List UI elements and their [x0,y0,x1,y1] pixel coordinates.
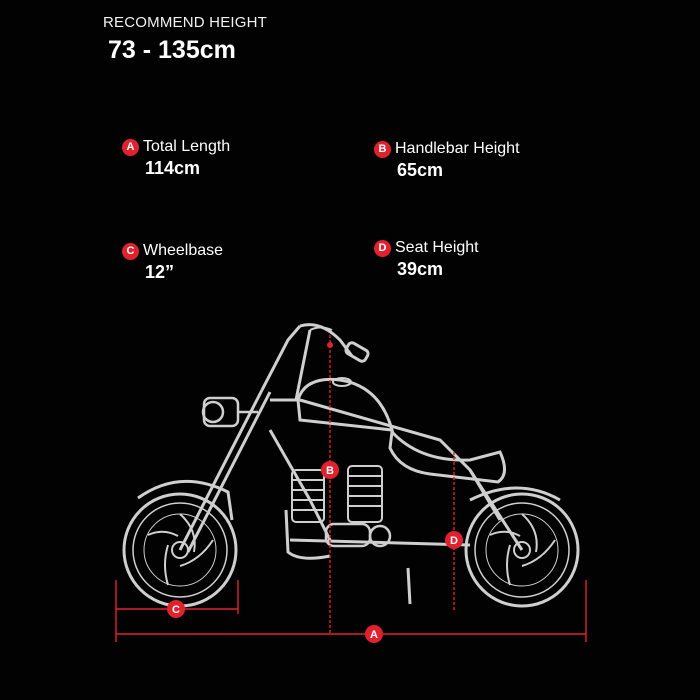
frame [268,398,524,551]
spec-value: 39cm [397,259,444,280]
front-fork [178,325,312,553]
kickstand [406,567,412,605]
spec-label: Total Length [143,138,231,155]
headlight [201,396,258,428]
front-fender [137,479,234,521]
marker-b-letter: B [326,465,334,477]
exhaust-pipe [284,509,331,560]
engine [291,465,392,548]
recommend-height-value: 73 - 135cm [108,36,236,64]
handlebar-height-point [327,342,333,348]
marker-a-letter: A [370,629,378,641]
marker-d: D [445,531,463,549]
fuel-tank [296,377,395,432]
rear-wheel [464,492,580,608]
recommend-height-label: RECOMMEND HEIGHT [103,14,268,31]
handlebar [299,323,370,363]
spec-value: 12” [145,262,175,283]
marker-a: A [365,625,383,643]
spec-label: Handlebar Height [395,140,520,157]
spec-value: 65cm [397,160,444,181]
spec-label: Seat Height [395,239,479,256]
spec-badge-a: A [122,138,139,156]
seat [388,428,506,484]
spec-label: Wheelbase [143,242,224,259]
marker-c: C [167,600,185,618]
spec-badge-b: B [374,140,391,158]
fuel-cap [332,377,352,387]
rear-fender [469,486,561,502]
spec-value: 114cm [145,158,201,179]
spec-badge-c: C [122,242,139,260]
dimension-lines [115,335,587,642]
marker-b: B [321,461,339,479]
marker-c-letter: C [172,604,180,616]
marker-d-letter: D [450,535,458,547]
spec-badge-d: D [374,239,391,257]
